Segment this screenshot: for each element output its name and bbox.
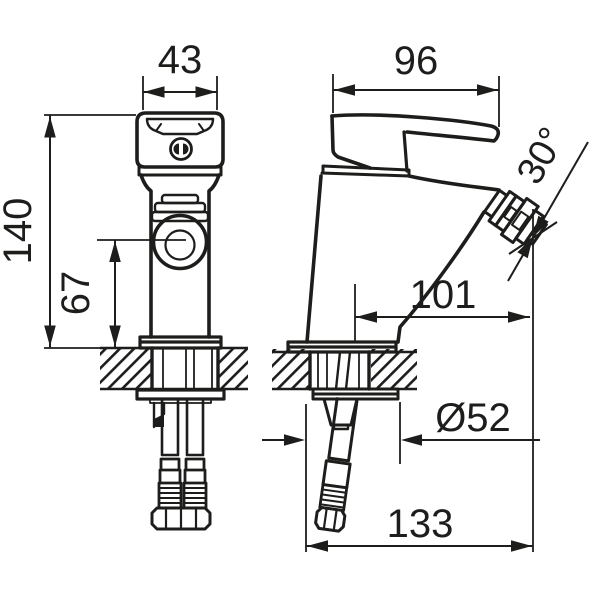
dim-label-140: 140 [0, 198, 40, 265]
dimension-96: 96 [333, 39, 499, 96]
base-flange-side [286, 340, 398, 354]
dim-label-96: 96 [394, 39, 439, 83]
dim-label-101: 101 [410, 273, 477, 317]
supply-hose-side [314, 397, 359, 533]
hatch-block [272, 349, 309, 388]
hatch-block [371, 349, 417, 388]
countertop-front [100, 346, 248, 391]
hose-nuts-front [150, 506, 212, 531]
dimension-133: 133 [306, 502, 533, 552]
body-joint-band [137, 165, 223, 177]
dim-label-67: 67 [54, 271, 98, 316]
hose-braid [157, 481, 208, 510]
base-flange-front [138, 335, 223, 350]
hatch-block [100, 349, 151, 388]
hot-cold-indicator [169, 137, 193, 161]
front-view [135, 111, 226, 531]
aerator-front [150, 193, 210, 271]
dim-label-43: 43 [158, 38, 203, 82]
mounting-washer-side [311, 387, 400, 401]
mounting-washer-front [135, 388, 226, 401]
body-joint-band-side [320, 164, 411, 178]
hose-nut-side [314, 506, 347, 533]
mounting-shank-front [150, 346, 220, 391]
hatch-block [219, 349, 248, 388]
spout-under-curve [396, 210, 486, 344]
dimension-67: 67 [54, 240, 121, 348]
dimension-diameter-52: Ø52 [262, 396, 540, 446]
dimension-43: 43 [143, 38, 217, 98]
lever-side [330, 113, 501, 143]
mounting-shank-side [308, 350, 371, 391]
supply-tubes-front [160, 397, 205, 457]
dim-label-diameter-52: Ø52 [435, 396, 511, 440]
body-front [139, 173, 221, 339]
dim-label-133: 133 [387, 502, 454, 546]
dimension-140: 140 [0, 115, 56, 348]
body-back-edge [305, 174, 323, 344]
handle-grip-detail [145, 117, 215, 136]
dimension-101: 101 [355, 273, 530, 323]
spout-top-edge [407, 174, 501, 192]
